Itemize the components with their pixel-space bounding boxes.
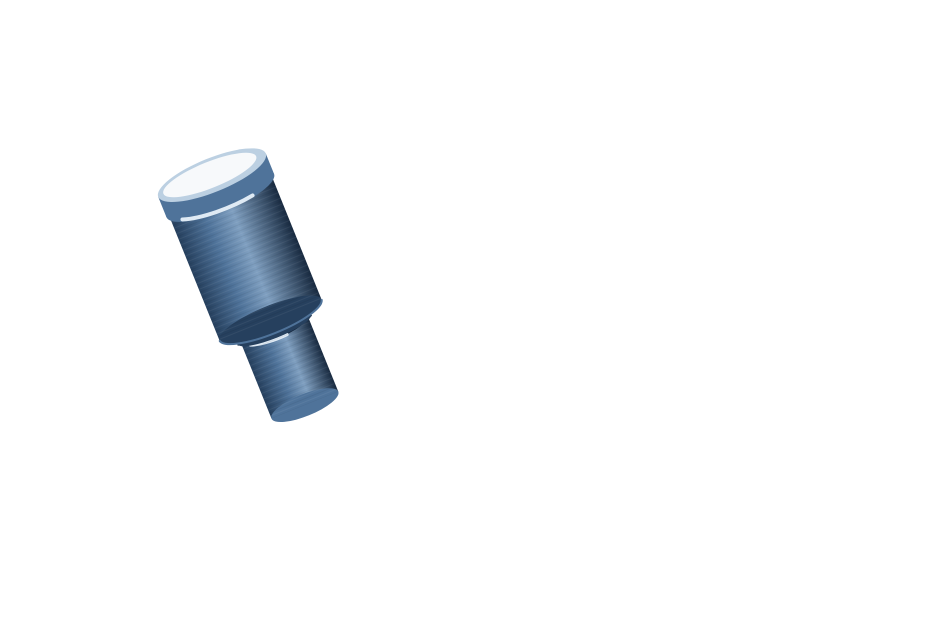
end-face — [157, 148, 267, 203]
